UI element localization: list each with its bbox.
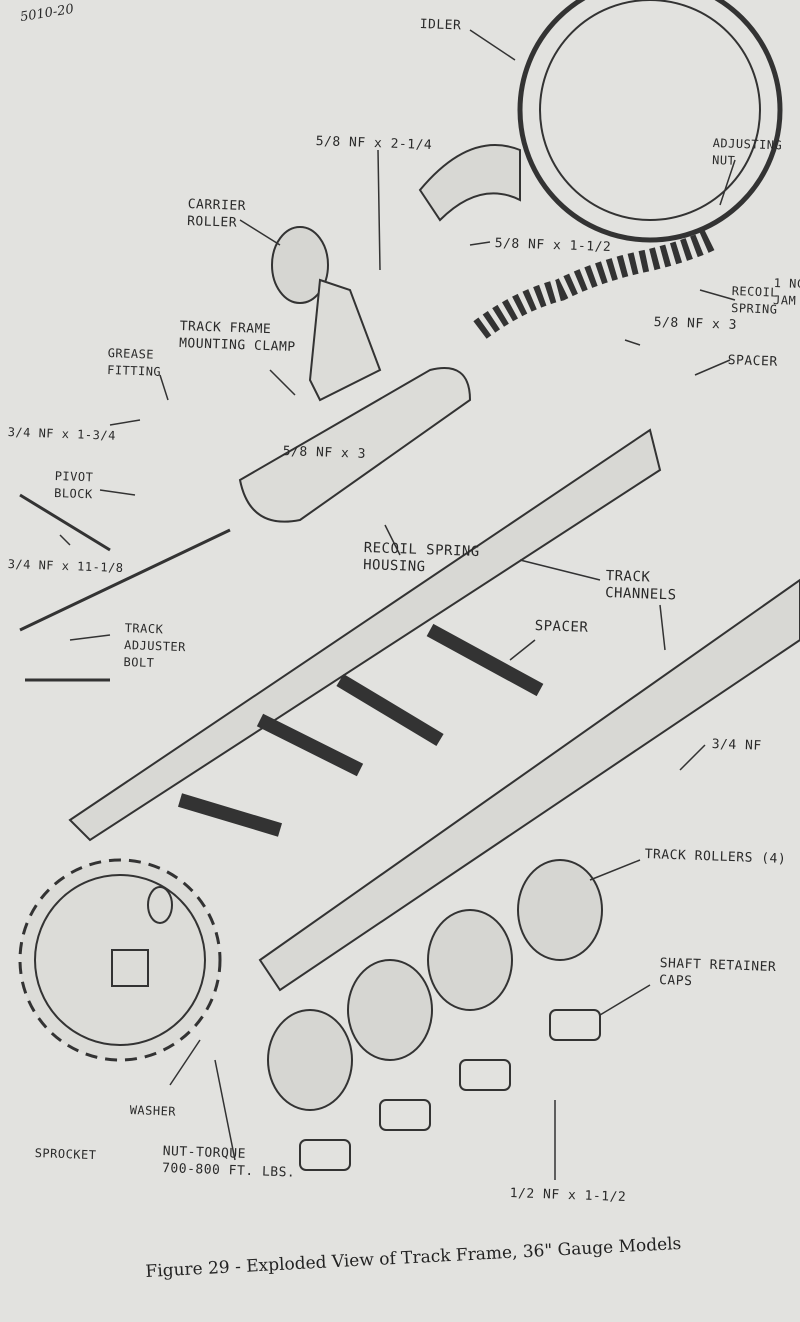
- label-spacer: SPACER: [534, 618, 589, 636]
- label-shaft-retainer-caps: SHAFT RETAINER CAPS: [658, 955, 777, 990]
- label-nut-torque: NUT-TORQUE 700-800 FT. LBS.: [161, 1143, 296, 1181]
- shaft-retainer-caps: [299, 1009, 601, 1171]
- label-track-channels: TRACK CHANNELS: [604, 568, 677, 604]
- label-spacer-top: SPACER: [727, 352, 778, 370]
- label-recoil-spring: RECOIL SPRING: [730, 283, 779, 317]
- label-sprocket: SPROCKET: [34, 1145, 97, 1163]
- label-pivot-block: PIVOT BLOCK: [53, 468, 94, 502]
- label-grease-fitting: GREASE FITTING: [106, 345, 162, 379]
- leader-lines: [59, 29, 736, 1180]
- label-track-adjuster-bolt: TRACK ADJUSTER BOLT: [123, 620, 187, 671]
- idler-wheel: [418, 0, 783, 243]
- recoil-spring: [473, 230, 715, 339]
- adjuster-bolts: [19, 493, 231, 682]
- track-rollers: [267, 859, 603, 1111]
- label-bolt-5-8-3-top: 5/8 NF x 3: [653, 314, 738, 333]
- carrier-roller: [271, 226, 382, 402]
- track-channels: [68, 428, 800, 992]
- label-carrier-roller: CARRIER ROLLER: [186, 196, 247, 231]
- label-track-frame-mounting-clamp: TRACK FRAME MOUNTING CLAMP: [178, 318, 296, 356]
- recoil-spring-housing: [238, 367, 472, 523]
- label-nut-3-4: 3/4 NF: [711, 736, 762, 754]
- sprocket: [18, 858, 222, 1062]
- label-idler: IDLER: [419, 16, 462, 34]
- label-adjusting-nut: ADJUSTING NUT: [711, 135, 783, 168]
- label-bolt-5-8-3: 5/8 NF x 3: [282, 443, 367, 462]
- label-washer: WASHER: [129, 1102, 177, 1119]
- spacers: [177, 623, 544, 837]
- label-recoil-spring-housing: RECOIL SPRING HOUSING: [362, 540, 481, 576]
